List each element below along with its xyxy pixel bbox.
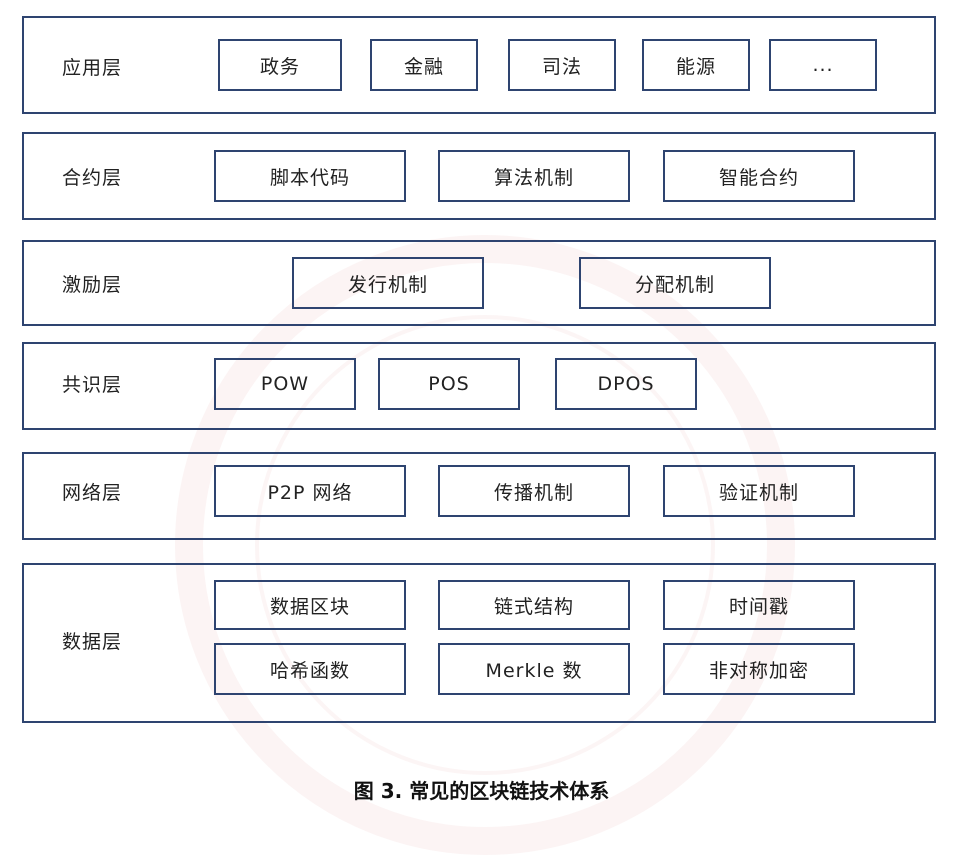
- item-government: 政务: [218, 39, 342, 91]
- item-judiciary: 司法: [508, 39, 616, 91]
- item-data-block: 数据区块: [214, 580, 406, 630]
- layer-application: [22, 16, 936, 114]
- item-energy: 能源: [642, 39, 750, 91]
- item-timestamp: 时间戳: [663, 580, 855, 630]
- item-script-code: 脚本代码: [214, 150, 406, 202]
- item-propagation-mechanism: 传播机制: [438, 465, 630, 517]
- layer-label-data: 数据层: [62, 631, 123, 653]
- layer-consensus: [22, 342, 936, 430]
- layer-label-contract: 合约层: [62, 167, 123, 189]
- item-verification-mechanism: 验证机制: [663, 465, 855, 517]
- layer-incentive: [22, 240, 936, 326]
- item-pos: POS: [378, 358, 520, 410]
- figure-caption: 图 3. 常见的区块链技术体系: [353, 779, 610, 803]
- item-issuance-mechanism: 发行机制: [292, 257, 484, 309]
- layer-contract: [22, 132, 936, 220]
- layer-label-application: 应用层: [62, 57, 123, 79]
- layer-label-incentive: 激励层: [62, 274, 123, 296]
- layer-label-network: 网络层: [62, 482, 123, 504]
- item-chain-structure: 链式结构: [438, 580, 630, 630]
- item-asymmetric-encryption: 非对称加密: [663, 643, 855, 695]
- item-more: ...: [769, 39, 877, 91]
- item-merkle-tree: Merkle 数: [438, 643, 630, 695]
- layer-label-consensus: 共识层: [62, 374, 123, 396]
- item-dpos: DPOS: [555, 358, 697, 410]
- layer-data: [22, 563, 936, 723]
- layer-network: [22, 452, 936, 540]
- item-algorithm-mechanism: 算法机制: [438, 150, 630, 202]
- item-distribution-mechanism: 分配机制: [579, 257, 771, 309]
- item-finance: 金融: [370, 39, 478, 91]
- watermark-seal-inner: [255, 315, 715, 775]
- item-p2p-network: P2P 网络: [214, 465, 406, 517]
- item-smart-contract: 智能合约: [663, 150, 855, 202]
- item-pow: POW: [214, 358, 356, 410]
- item-hash-function: 哈希函数: [214, 643, 406, 695]
